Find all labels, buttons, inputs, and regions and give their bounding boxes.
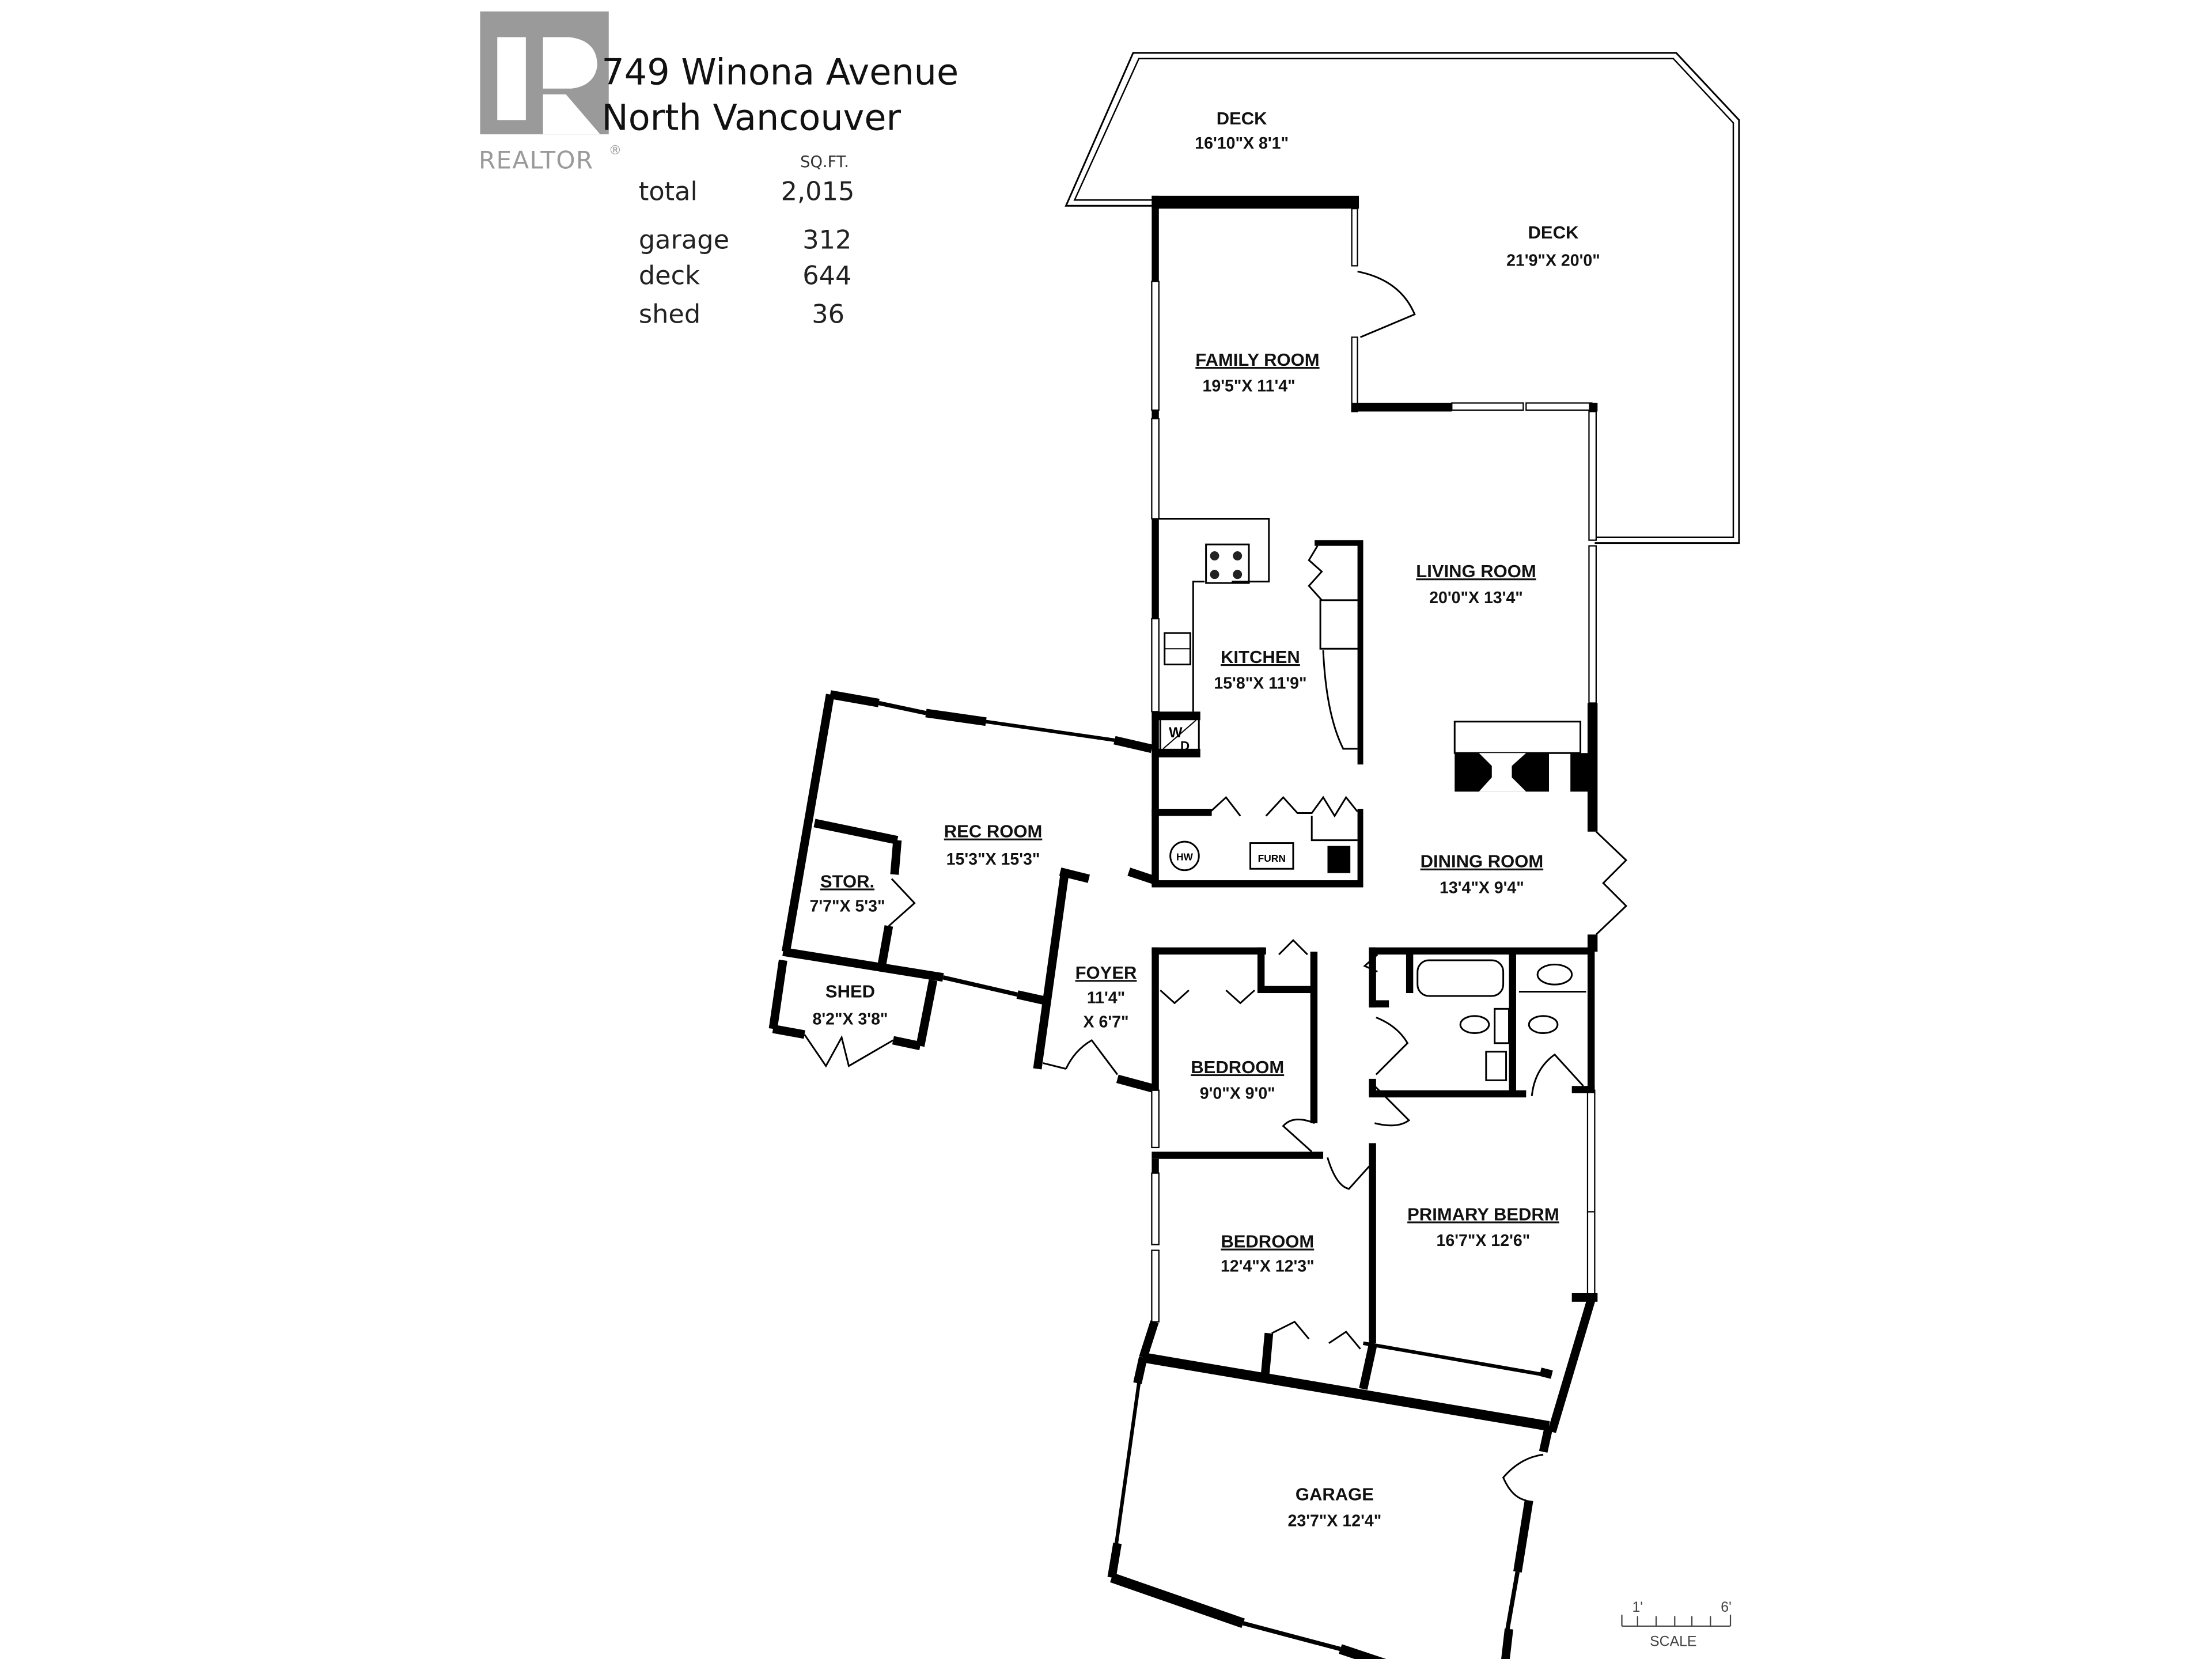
area-label-deck: deck bbox=[639, 261, 700, 291]
primary-bedroom-dims: 16'7"X 12'6" bbox=[1437, 1232, 1531, 1250]
primary-bedroom-label: PRIMARY BEDRM bbox=[1407, 1204, 1559, 1224]
kitchen-dims: 15'8"X 11'9" bbox=[1214, 675, 1306, 693]
living-room-label: LIVING ROOM bbox=[1416, 561, 1536, 581]
fireplace-hearth bbox=[1453, 721, 1582, 754]
svg-text:FURN: FURN bbox=[1258, 853, 1286, 864]
washer-dryer-icon bbox=[1159, 716, 1200, 753]
area-label-shed: shed bbox=[639, 300, 700, 329]
foyer-label: FOYER bbox=[1075, 963, 1137, 983]
family-room-label: FAMILY ROOM bbox=[1195, 350, 1319, 370]
shed-dims: 8'2"X 3'8" bbox=[812, 1010, 888, 1029]
deck-small-label: DECK bbox=[1217, 108, 1267, 128]
rec-room-dims: 15'3"X 15'3" bbox=[946, 850, 1040, 869]
address-line-2: North Vancouver bbox=[601, 97, 901, 139]
garage-dims: 23'7"X 12'4" bbox=[1288, 1512, 1382, 1530]
scale-end: 6' bbox=[1721, 1600, 1732, 1615]
family-room-dims: 19'5"X 11'4" bbox=[1202, 377, 1295, 396]
bathtub-icon bbox=[1416, 959, 1505, 997]
area-value-garage: 312 bbox=[802, 225, 851, 255]
walls: W D HW FURN bbox=[768, 195, 1628, 1659]
scale-label: SCALE bbox=[1650, 1634, 1696, 1650]
area-value-deck: 644 bbox=[802, 261, 851, 291]
bedroom-small-label: BEDROOM bbox=[1191, 1057, 1284, 1077]
garage-label: GARAGE bbox=[1296, 1484, 1374, 1505]
deck-large-label: DECK bbox=[1528, 222, 1579, 243]
scale-bar: 1' 6' SCALE bbox=[1621, 1600, 1732, 1650]
furnace-icon bbox=[1249, 842, 1294, 870]
storage-dims: 7'7"X 5'3" bbox=[810, 897, 885, 916]
rec-room-label: REC ROOM bbox=[944, 821, 1043, 842]
shed-label: SHED bbox=[825, 981, 875, 1001]
address-line-1: 749 Winona Avenue bbox=[601, 51, 959, 93]
room-labels: DECK 16'10"X 8'1" DECK 21'9"X 20'0" FAMI… bbox=[810, 108, 1600, 1530]
area-value-total: 2,015 bbox=[781, 176, 855, 206]
deck-small-dims: 16'10"X 8'1" bbox=[1195, 134, 1289, 153]
bedroom-small-dims: 9'0"X 9'0" bbox=[1200, 1085, 1275, 1103]
realtor-logo: REALTOR ® bbox=[479, 11, 622, 175]
bedroom-mid-dims: 12'4"X 12'3" bbox=[1221, 1257, 1315, 1276]
svg-text:HW: HW bbox=[1176, 851, 1194, 862]
area-label-garage: garage bbox=[639, 225, 729, 255]
area-label-total: total bbox=[639, 176, 698, 206]
svg-text:W: W bbox=[1169, 725, 1183, 741]
toilet-icon bbox=[1459, 1015, 1490, 1034]
area-table: SQ.FT. total 2,015 garage 312 deck 644 s… bbox=[639, 153, 855, 329]
fridge-icon bbox=[1319, 599, 1362, 650]
deck-outline bbox=[1065, 52, 1740, 544]
foyer-dims-line1: 11'4" bbox=[1087, 988, 1125, 1007]
bedroom-mid-label: BEDROOM bbox=[1221, 1232, 1314, 1252]
dining-room-label: DINING ROOM bbox=[1421, 851, 1544, 872]
svg-text:D: D bbox=[1180, 738, 1190, 753]
storage-label: STOR. bbox=[820, 871, 874, 891]
dining-room-dims: 13'4"X 9'4" bbox=[1440, 878, 1524, 897]
realtor-logo-text: REALTOR bbox=[479, 146, 593, 175]
area-value-shed: 36 bbox=[812, 300, 844, 329]
sqft-header: SQ.FT. bbox=[800, 153, 849, 171]
svg-text:®: ® bbox=[609, 143, 622, 158]
hot-water-tank-icon bbox=[1169, 840, 1200, 872]
sink-icon-bath bbox=[1536, 963, 1573, 986]
kitchen-label: KITCHEN bbox=[1221, 647, 1300, 667]
deck-large-dims: 21'9"X 20'0" bbox=[1506, 251, 1600, 270]
foyer-dims-line2: X 6'7" bbox=[1084, 1013, 1129, 1032]
living-room-dims: 20'0"X 13'4" bbox=[1429, 589, 1523, 607]
scale-start: 1' bbox=[1633, 1600, 1643, 1615]
